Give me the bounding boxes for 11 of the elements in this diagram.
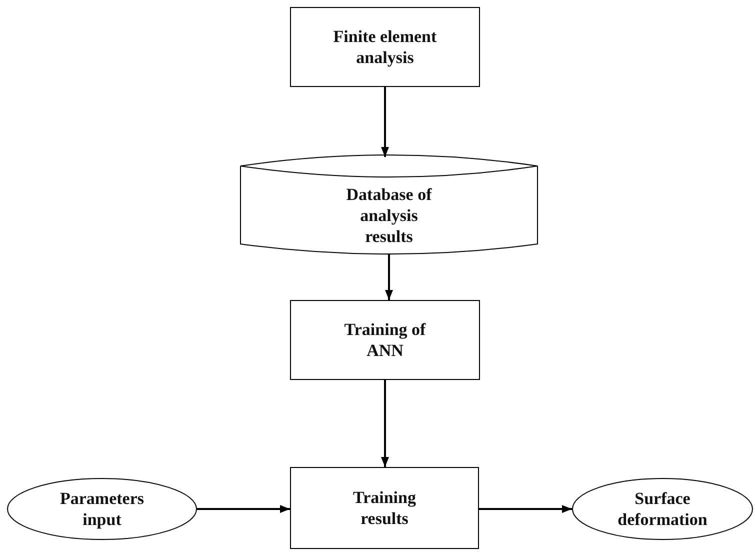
arrow (197, 505, 290, 513)
arrow (479, 505, 572, 513)
node-label: Finite element analysis (332, 26, 438, 68)
arrow (381, 87, 389, 157)
node-label: Surface deformation (616, 488, 708, 530)
arrow (381, 380, 389, 467)
node-label: Training results (352, 487, 417, 529)
node-label: Database of analysis results (345, 184, 433, 247)
node-label: Parameters input (58, 488, 145, 530)
node-label: Training of ANN (343, 319, 427, 361)
arrow (385, 254, 393, 300)
